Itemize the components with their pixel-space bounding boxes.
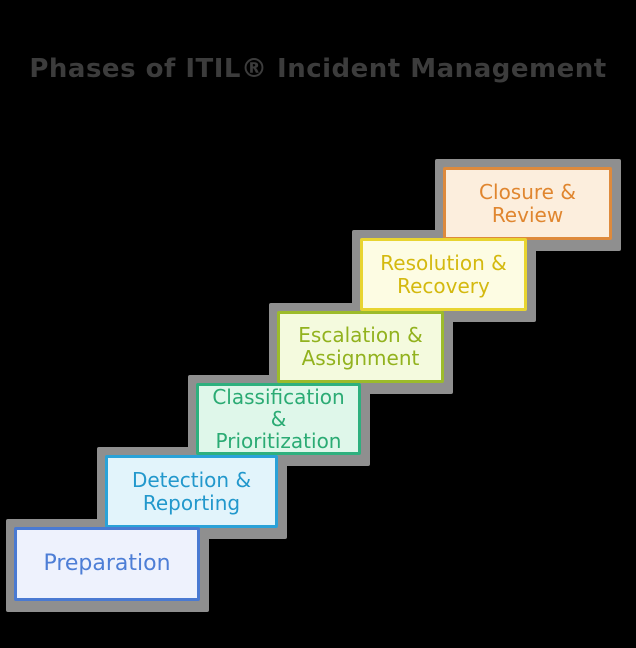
- step-box-escalation-assignment: Escalation & Assignment: [277, 311, 444, 383]
- step-label-line: Preparation: [43, 551, 171, 577]
- step-label-line: Assignment: [301, 346, 420, 370]
- step-label-line: Resolution &: [380, 250, 507, 275]
- step-label-line: Prioritization: [215, 429, 342, 453]
- step-label-line: Classification: [212, 385, 345, 409]
- step-box-detection-reporting: Detection & Reporting: [105, 455, 278, 528]
- step-box-closure-review: Closure & Review: [443, 167, 612, 240]
- step-label-line: Escalation &: [298, 323, 423, 347]
- step-box-preparation: Preparation: [14, 527, 200, 601]
- step-label-line: &: [270, 407, 287, 431]
- diagram-title: Phases of ITIL® Incident Management: [29, 54, 607, 84]
- step-label-line: Reporting: [142, 490, 241, 515]
- step-label-line: Recovery: [397, 273, 490, 298]
- step-label-line: Review: [491, 202, 564, 227]
- step-label-line: Detection &: [131, 467, 252, 492]
- step-box-classification-prioritization: Classification & Prioritization: [196, 383, 361, 455]
- step-label-line: Closure &: [479, 179, 576, 204]
- step-box-resolution-recovery: Resolution & Recovery: [360, 238, 527, 311]
